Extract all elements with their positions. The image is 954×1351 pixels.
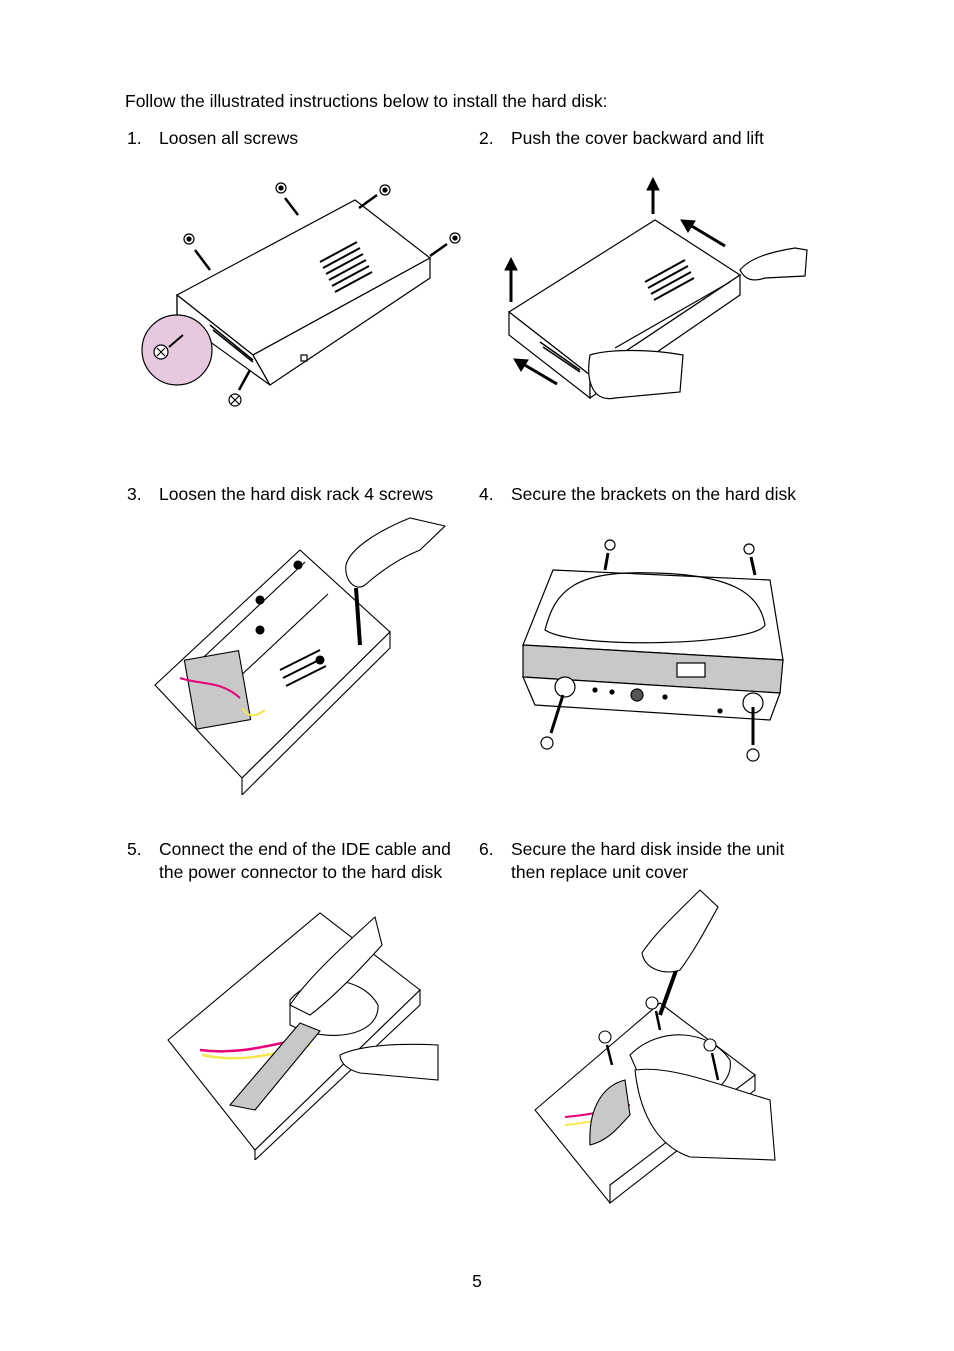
step-text: Secure the brackets on the hard disk xyxy=(511,484,797,504)
intro-text: Follow the illustrated instructions belo… xyxy=(125,91,608,111)
step-text: Loosen the hard disk rack 4 screws xyxy=(159,484,434,504)
step-text: Push the cover backward and lift xyxy=(511,128,764,148)
step-number: 2. xyxy=(479,128,494,148)
figure-loosen-screws xyxy=(135,170,475,420)
page-number: 5 xyxy=(472,1271,482,1291)
step-number: 3. xyxy=(127,484,142,504)
figure-secure-disk xyxy=(530,885,780,1205)
step-text: Loosen all screws xyxy=(159,128,299,148)
step-number: 1. xyxy=(127,128,142,148)
figure-connect-cable xyxy=(160,905,450,1160)
step-number: 5. xyxy=(127,839,142,859)
figure-push-cover xyxy=(495,170,815,415)
step-number: 6. xyxy=(479,839,494,859)
step-number: 4. xyxy=(479,484,494,504)
step-text: Connect the end of the IDE cable and the… xyxy=(159,839,451,882)
figure-hdd-brackets xyxy=(515,535,795,765)
step-text: Secure the hard disk inside the unit the… xyxy=(511,839,785,882)
figure-rack-screws xyxy=(150,510,460,795)
highlight-circle xyxy=(141,314,213,386)
